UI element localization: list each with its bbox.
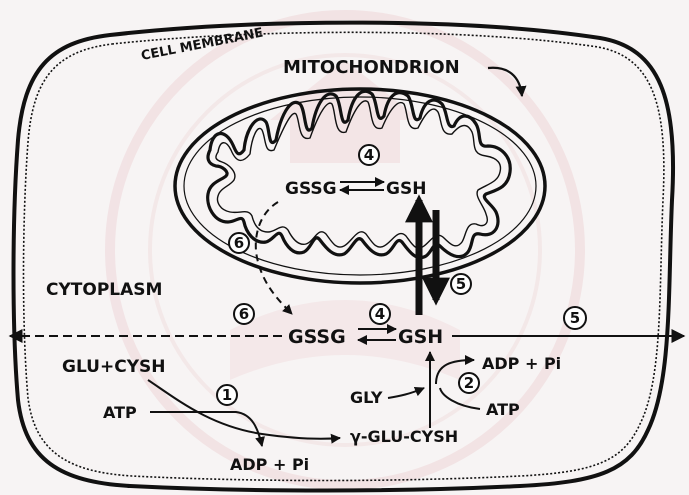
gly-arrow bbox=[388, 388, 424, 398]
glu-cysh-label: GLU+CYSH bbox=[62, 357, 166, 377]
gssg-efflux-dashed-arrow bbox=[256, 202, 292, 314]
gssg-mito-label: GSSG bbox=[285, 179, 337, 199]
gly-label: GLY bbox=[350, 388, 383, 407]
gamma-glu-cysh-label: γ-GLU-CYSH bbox=[350, 427, 458, 446]
step-1-number: 1 bbox=[222, 386, 232, 404]
step-5-mito-number: 5 bbox=[456, 275, 466, 293]
atp-1-label: ATP bbox=[103, 403, 137, 422]
step-5-cyto-number: 5 bbox=[570, 309, 580, 327]
step-6-cyto-number: 6 bbox=[239, 305, 249, 323]
gssg-cyto-label: GSSG bbox=[288, 326, 346, 348]
step-2-number: 2 bbox=[464, 374, 474, 392]
gsh-cyto-label: GSH bbox=[398, 326, 443, 348]
cytoplasm-label: CYTOPLASM bbox=[46, 280, 162, 300]
step-4-mito-number: 4 bbox=[364, 146, 374, 164]
gsh-mito-label: GSH bbox=[386, 179, 426, 199]
atp-2-label: ATP bbox=[486, 400, 520, 419]
step-6-mito-number: 6 bbox=[234, 234, 244, 252]
step-4-cyto-number: 4 bbox=[375, 305, 385, 323]
adp-pi-1-label: ADP + Pi bbox=[230, 455, 309, 474]
adp-pi-2-label: ADP + Pi bbox=[482, 354, 561, 373]
mitochondrion-label: MITOCHONDRION bbox=[283, 57, 460, 78]
